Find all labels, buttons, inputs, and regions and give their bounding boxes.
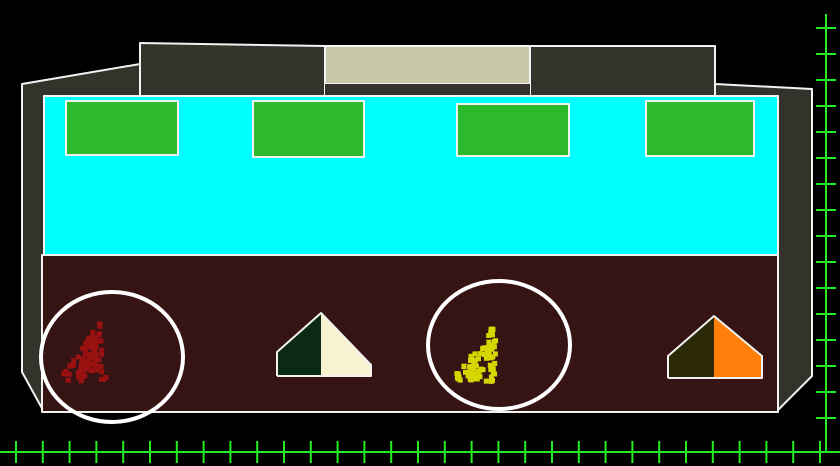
roof-ledge [325,84,530,96]
window-2 [253,101,364,157]
roof-right-block [530,46,715,96]
yellow-pile-particle [481,367,486,372]
red-pile-particle [76,370,81,375]
yellow-pile-particle [489,379,494,384]
window-4 [646,101,754,156]
window-3 [457,104,569,156]
yellow-pile-particle [492,344,497,349]
red-pile-particle [103,375,108,380]
yellow-pile-particle [463,370,468,375]
yellow-pile-particle [482,352,487,357]
red-pile-particle [81,346,86,351]
red-pile-particle [71,358,76,363]
red-pile-particle [83,352,88,357]
roof-left-block [140,43,325,96]
roof-center-panel [325,46,530,84]
red-pile-particle [79,361,84,366]
red-pile-particle [96,333,101,338]
yellow-pile-particle [492,361,497,366]
red-pile-particle [66,378,71,383]
red-pile-particle [99,364,104,369]
red-pile-particle [99,369,104,374]
yellow-pile-particle [469,357,474,362]
red-pile-particle [79,378,84,383]
red-pile-particle [99,377,104,382]
red-pile-particle [97,322,102,327]
yellow-pile-particle [488,330,493,335]
red-pile-particle [71,363,76,368]
yellow-pile-particle [455,375,460,380]
red-pile-particle [99,352,104,357]
red-pile-particle [91,349,96,354]
window-1 [66,101,178,155]
red-pile-particle [90,356,95,361]
yellow-pile-particle [484,379,489,384]
yellow-pile-particle [471,367,476,372]
yellow-pile-particle [475,377,480,382]
yellow-pile-particle [462,364,467,369]
red-pile-particle [82,374,87,379]
red-pile-particle [83,341,88,346]
red-pile-particle [61,372,66,377]
yellow-pile-particle [492,372,497,377]
yellow-pile-particle [476,369,481,374]
red-pile-particle [85,363,90,368]
yellow-pile-particle [492,339,497,344]
red-pile-particle [92,366,97,371]
floor [42,255,778,412]
yellow-pile-particle [486,340,491,345]
red-pile-particle [78,365,83,370]
yellow-pile-particle [476,356,481,361]
yellow-pile-particle [493,351,498,356]
red-pile-particle [90,331,95,336]
yellow-pile-particle [482,345,487,350]
red-pile-particle [91,340,96,345]
red-pile-particle [96,339,101,344]
